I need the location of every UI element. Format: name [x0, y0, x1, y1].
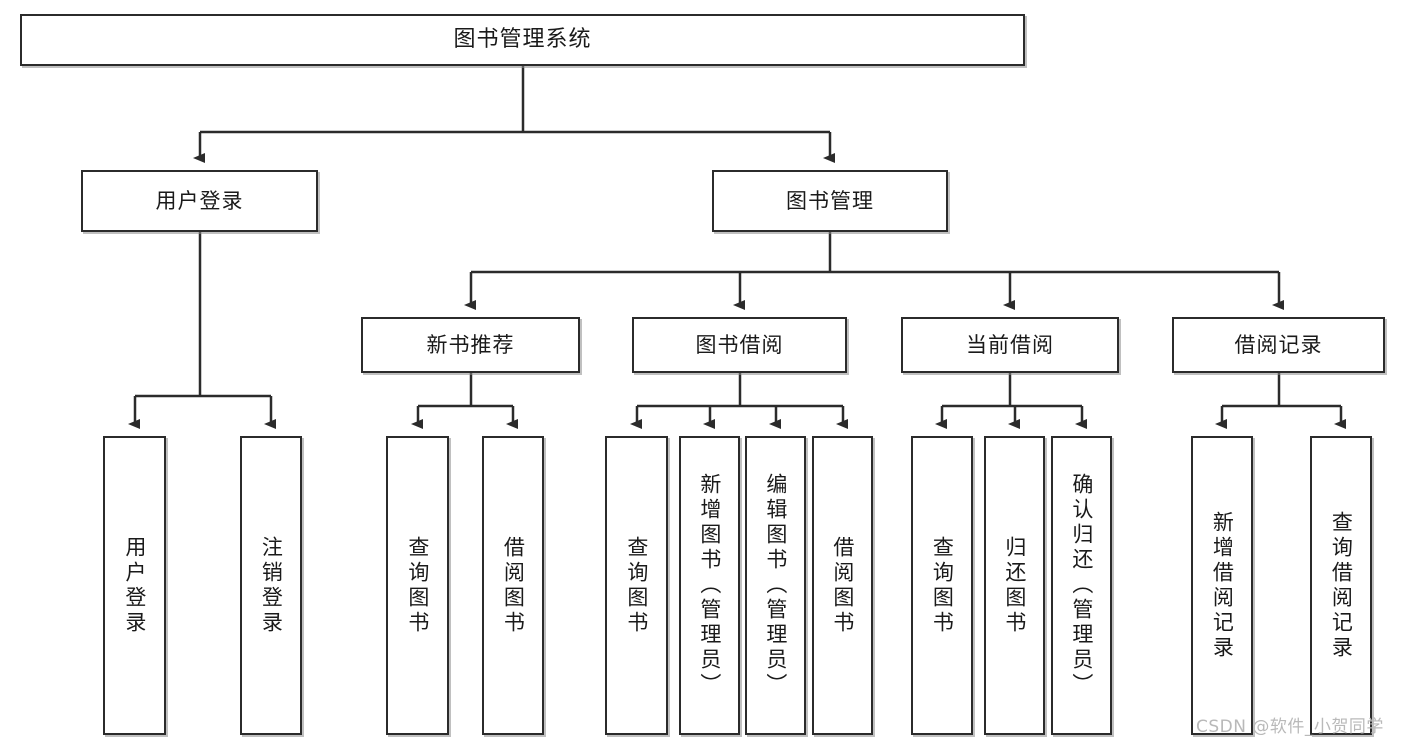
node-label: 图书管理	[786, 188, 874, 213]
node-leaf-cur-1[interactable]: 查询图书	[911, 436, 973, 735]
node-leaf-rec-2[interactable]: 查询借阅记录	[1310, 436, 1372, 735]
node-label: 借阅图书	[501, 535, 526, 636]
node-label: 查询图书	[930, 535, 955, 636]
node-label: 确认归还（管理员）	[1069, 473, 1094, 698]
node-label: 新书推荐	[426, 332, 515, 357]
node-label: 查询图书	[405, 535, 430, 636]
node-leaf-cur-2[interactable]: 归还图书	[984, 436, 1045, 735]
node-newbook[interactable]: 新书推荐	[361, 317, 580, 373]
edge-layer	[128, 66, 1346, 429]
node-leaf-borrow-3[interactable]: 编辑图书（管理员）	[745, 436, 806, 735]
node-label: 用户登录	[122, 535, 147, 636]
node-borrow[interactable]: 图书借阅	[632, 317, 847, 373]
node-leaf-borrow-4[interactable]: 借阅图书	[812, 436, 873, 735]
node-label: 新增借阅记录	[1210, 510, 1235, 661]
node-bookmgmt[interactable]: 图书管理	[712, 170, 948, 232]
node-leaf-new-2[interactable]: 借阅图书	[482, 436, 544, 735]
node-leaf-new-1[interactable]: 查询图书	[386, 436, 449, 735]
node-records[interactable]: 借阅记录	[1172, 317, 1385, 373]
node-label: 借阅记录	[1234, 332, 1323, 357]
node-leaf-cur-3[interactable]: 确认归还（管理员）	[1051, 436, 1112, 735]
node-leaf-rec-1[interactable]: 新增借阅记录	[1191, 436, 1253, 735]
node-leaf-borrow-1[interactable]: 查询图书	[605, 436, 668, 735]
node-label: 查询图书	[624, 535, 649, 636]
node-label: 图书管理系统	[453, 27, 592, 53]
node-label: 编辑图书（管理员）	[763, 473, 788, 698]
node-label: 借阅图书	[830, 535, 855, 636]
node-label: 用户登录	[155, 188, 244, 213]
node-label: 新增图书（管理员）	[697, 473, 722, 698]
node-label: 归还图书	[1002, 535, 1027, 636]
node-label: 图书借阅	[695, 332, 784, 357]
node-leaf-login-1[interactable]: 用户登录	[103, 436, 166, 735]
node-label: 注销登录	[259, 535, 284, 636]
node-label: 当前借阅	[966, 332, 1054, 357]
node-login[interactable]: 用户登录	[81, 170, 318, 232]
node-current[interactable]: 当前借阅	[901, 317, 1119, 373]
node-leaf-borrow-2[interactable]: 新增图书（管理员）	[679, 436, 740, 735]
node-label: 查询借阅记录	[1329, 510, 1354, 661]
node-leaf-login-2[interactable]: 注销登录	[240, 436, 302, 735]
node-root[interactable]: 图书管理系统	[20, 14, 1025, 66]
